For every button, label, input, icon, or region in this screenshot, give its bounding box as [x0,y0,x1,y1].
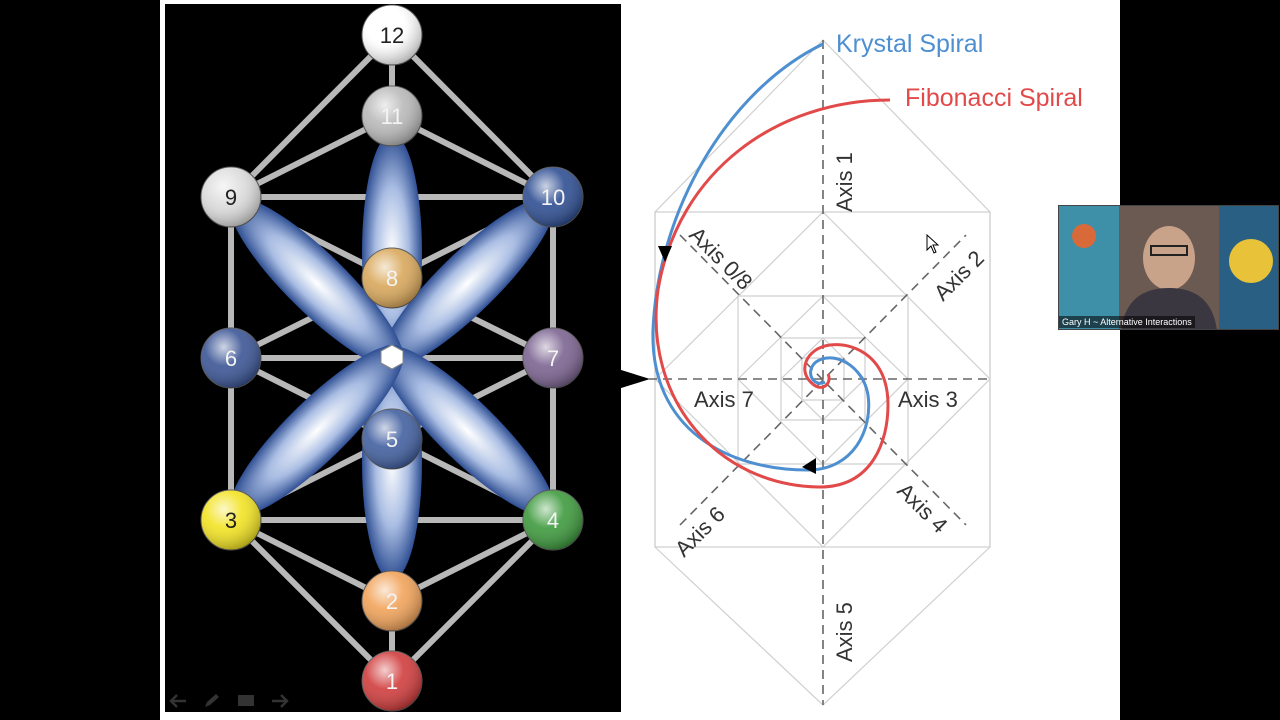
tree-node-shine [362,5,422,65]
axis-lines [648,40,993,705]
flower-petals [230,134,554,580]
tree-node-label: 5 [386,427,398,452]
axis-3-label: Axis 3 [898,387,958,412]
tree-node-shine [523,490,583,550]
arrow-right-icon[interactable] [270,692,290,710]
flower-petal-5 [230,345,404,516]
fibonacci-spiral-label: Fibonacci Spiral [905,84,1083,112]
pointer-arrow-icon [618,369,650,389]
spiral-diagram: Krystal Spiral Fibonacci Spiral Axis 1 A… [618,30,1083,706]
participant-name-label: Gary H ~ Alternative Interactions [1059,316,1195,328]
tree-node-shine [362,86,422,146]
pen-icon[interactable] [202,692,222,710]
tree-node-label: 7 [547,346,559,371]
arrow-left-icon[interactable] [168,692,188,710]
tree-of-life-diagram: 12 11 9 10 8 6 7 5 3 4 2 1 [200,4,584,712]
tree-node-10: 10 [522,166,584,228]
spiral-arrowhead-lower [802,458,816,474]
axis-7-label: Axis 7 [694,387,754,412]
tree-node-shine [362,409,422,469]
tree-node-label: 4 [547,508,559,533]
tree-node-8: 8 [361,247,423,309]
krystal-spiral-curve [651,42,871,472]
tree-nodes: 12 11 9 10 8 6 7 5 3 4 2 1 [200,4,584,712]
tree-node-shine [201,328,261,388]
axis-2-label: Axis 2 [929,245,989,305]
slide-toolbar [168,690,290,712]
tree-node-9: 9 [200,166,262,228]
axis-6-label: Axis 6 [670,501,730,561]
tree-node-label: 10 [541,185,565,210]
screen-icon[interactable] [236,692,256,710]
tree-node-11: 11 [361,85,423,147]
tree-node-shine [523,167,583,227]
tree-node-label: 2 [386,589,398,614]
tree-node-2: 2 [361,570,423,632]
tree-node-5: 5 [361,408,423,470]
axis-0-8-label: Axis 0/8 [684,222,757,295]
tree-node-shine [362,248,422,308]
tree-node-12: 12 [361,4,423,66]
tree-node-shine [362,651,422,711]
mouse-cursor-icon [926,234,940,254]
tree-node-label: 11 [381,104,404,129]
tree-node-1: 1 [361,650,423,712]
tree-node-shine [362,571,422,631]
tree-node-shine [201,490,261,550]
flower-petal-4 [380,345,554,516]
participant-video-frame [1059,206,1278,329]
tree-line-3-1 [228,517,395,684]
tree-node-label: 9 [225,185,237,210]
tree-line-12-9 [228,32,395,200]
tree-line-4-1 [389,517,556,684]
tree-node-label: 8 [386,266,398,291]
tree-line-12-10 [389,32,556,200]
participant-video-tile[interactable]: Gary H ~ Alternative Interactions [1058,205,1279,330]
tree-node-label: 1 [386,669,398,694]
tree-node-label: 3 [225,508,237,533]
spiral-arrowhead-upper [658,246,672,262]
axis-4-label: Axis 4 [892,478,952,538]
tree-node-6: 6 [200,327,262,389]
fibonacci-spiral-curve [654,98,891,489]
tree-node-4: 4 [522,489,584,551]
axis-1-label: Axis 1 [832,152,857,212]
center-hexagon [380,344,404,370]
tree-of-life-panel: 12 11 9 10 8 6 7 5 3 4 2 1 [165,4,621,712]
axis-labels: Axis 1 Axis 2 Axis 3 Axis 4 Axis 5 Axis … [670,152,989,662]
tree-node-label: 6 [225,346,237,371]
tree-node-shine [523,328,583,388]
tree-node-7: 7 [522,327,584,389]
tree-node-label: 12 [380,23,404,48]
tree-node-3: 3 [200,489,262,551]
krystal-spiral-label: Krystal Spiral [836,30,983,58]
flower-petal-3 [230,198,404,369]
tree-node-shine [201,167,261,227]
axis-5-label: Axis 5 [832,602,857,662]
flower-petal-2 [380,198,554,369]
